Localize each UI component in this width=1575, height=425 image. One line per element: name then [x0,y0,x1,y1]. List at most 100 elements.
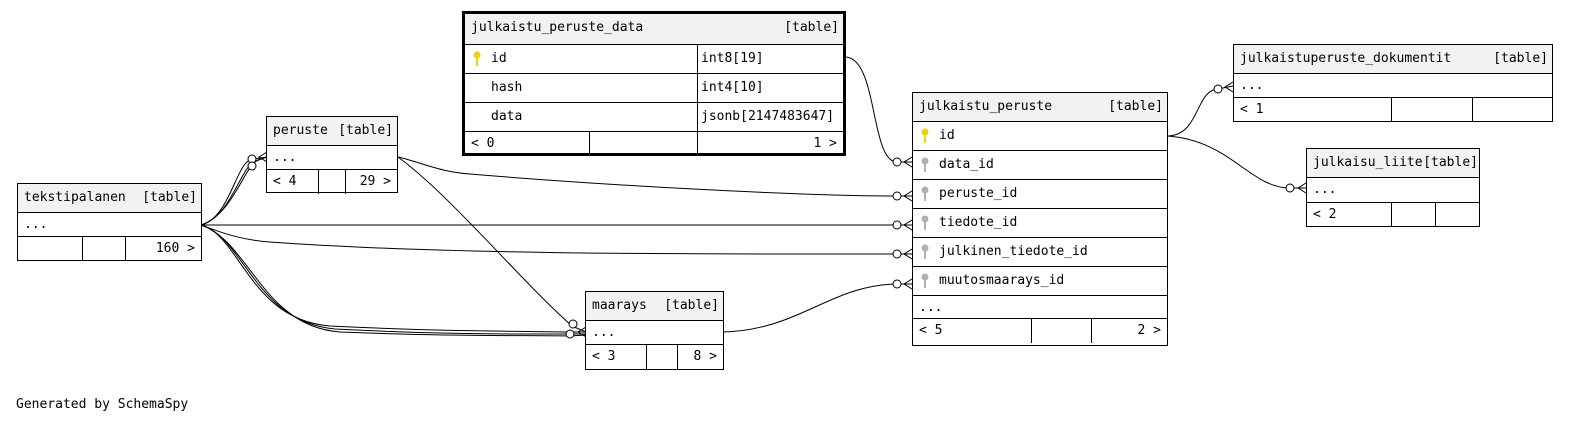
fk-line-maarays-b [200,224,586,335]
fk-marker-maarays-b [565,329,575,339]
crowfoot-maarays [577,326,587,338]
cell-divider [646,345,647,369]
primary-key-icon [921,128,929,143]
column-row[interactable]: ... [1234,74,1552,98]
crowfoot-liite [1297,182,1307,194]
cell-divider [1391,203,1392,227]
cell-divider [697,103,698,131]
table-julkaistuperuste-dokumentit[interactable]: julkaistuperuste_dokumentit [table] ... … [1233,44,1553,122]
table-header: julkaistuperuste_dokumentit [table] [1234,45,1552,74]
cell-divider [1031,319,1032,343]
column-row[interactable]: ... [267,146,397,170]
table-footer: < 0 1 > [465,132,843,156]
children-count[interactable]: 1 > [813,136,837,151]
table-name: julkaistu_peruste [919,99,1053,114]
fk-line-dokumentit [1166,85,1234,137]
fk-line-data-id [844,56,912,163]
table-julkaistu-peruste[interactable]: julkaistu_peruste [table] id data_id per… [912,92,1168,346]
table-footer: 160 > [18,237,201,261]
parents-count[interactable]: < 5 [919,323,943,338]
fk-line-julkinen-tiedote-id [200,224,912,255]
fk-line-peruste-c [200,156,268,226]
children-count[interactable]: 8 > [693,349,717,364]
column-row[interactable]: ... [586,321,723,345]
fk-marker-maarays-a [568,319,578,329]
table-header: julkaisu_liite [table] [1307,149,1479,178]
column-name: muutosmaarays_id [939,273,1065,288]
table-tekstipalanen[interactable]: tekstipalanen [table] ... 160 > [17,183,202,261]
column-row[interactable]: id [913,122,1167,151]
table-maarays[interactable]: maarays [table] ... < 3 8 > [585,291,724,370]
column-row[interactable]: ... [1307,178,1479,203]
table-julkaisu-liite[interactable]: julkaisu_liite [table] ... < 2 [1306,148,1480,227]
crowfoot-dokumentit [1224,81,1234,93]
children-count[interactable]: 160 > [155,241,195,256]
crowfoot-tiedote-id [903,219,913,231]
table-footer: < 1 [1234,98,1552,122]
column-name: data_id [939,157,994,172]
parents-count[interactable]: < 3 [592,349,616,364]
parents-count[interactable]: < 0 [471,136,495,151]
cell-divider [345,170,346,194]
fk-marker-liite [1285,183,1295,193]
fk-line-peruste-b [200,156,268,226]
fk-line-muutosmaarays-id [722,283,912,333]
cell-divider [1472,98,1473,122]
column-name: julkinen_tiedote_id [939,244,1088,259]
column-row[interactable]: hash int4[10] [465,74,843,103]
fk-marker-dokumentit [1213,84,1223,94]
table-kind: [table] [1493,51,1548,66]
table-name: julkaistuperuste_dokumentit [1240,51,1452,66]
table-header: julkaistu_peruste_data [table] [465,14,843,45]
crowfoot-peruste [258,151,268,163]
table-footer: < 4 29 > [267,170,397,194]
column-row[interactable]: julkinen_tiedote_id [913,238,1167,267]
children-count[interactable]: 2 > [1137,323,1161,338]
table-kind: [table] [338,123,393,138]
table-footer: < 3 8 > [586,345,723,369]
cell-divider [1391,98,1392,122]
column-row[interactable]: id int8[19] [465,45,843,74]
column-row[interactable]: ... [913,296,1167,319]
cell-divider [82,237,83,261]
column-row[interactable]: muutosmaarays_id [913,267,1167,296]
crowfoot-peruste-id [903,190,913,202]
fk-line-maarays-a [200,224,586,333]
column-row[interactable]: data_id [913,151,1167,180]
column-row[interactable]: tiedote_id [913,209,1167,238]
column-row[interactable]: peruste_id [913,180,1167,209]
cell-divider [125,237,126,261]
fk-marker-peruste-id [892,191,902,201]
more-columns: ... [1240,78,1264,93]
column-name: id [939,128,955,143]
table-julkaistu-peruste-data[interactable]: julkaistu_peruste_data [table] id int8[1… [462,11,846,156]
column-row[interactable]: data jsonb[2147483647] [465,103,843,132]
table-header: peruste [table] [267,117,397,146]
column-type: int4[10] [701,80,764,95]
crowfoot-julkinen-tiedote-id [903,248,913,260]
table-header: julkaistu_peruste [table] [913,93,1167,122]
table-kind: [table] [142,190,197,205]
crowfoot-data-id [903,156,913,168]
parents-count[interactable]: < 1 [1240,102,1264,117]
parents-count[interactable]: < 2 [1313,207,1337,222]
column-name: peruste_id [939,186,1018,201]
table-kind: [table] [784,20,839,35]
more-columns: ... [24,217,48,232]
cell-divider [697,132,698,156]
fk-line-peruste-id [397,156,912,197]
table-name: peruste [273,123,328,138]
fk-marker-julkinen-tiedote-id [892,249,902,259]
foreign-key-icon [921,273,929,288]
table-name: julkaisu_liite [1313,155,1423,170]
column-name: tiedote_id [939,215,1018,230]
fk-line-liite [1166,135,1306,189]
cell-divider [697,74,698,102]
more-columns: ... [919,300,943,315]
column-row[interactable]: ... [18,213,201,237]
fk-marker-muutosmaarays-id [892,279,902,289]
children-count[interactable]: 29 > [359,174,391,189]
parents-count[interactable]: < 4 [273,174,297,189]
table-peruste[interactable]: peruste [table] ... < 4 29 > [266,116,398,194]
